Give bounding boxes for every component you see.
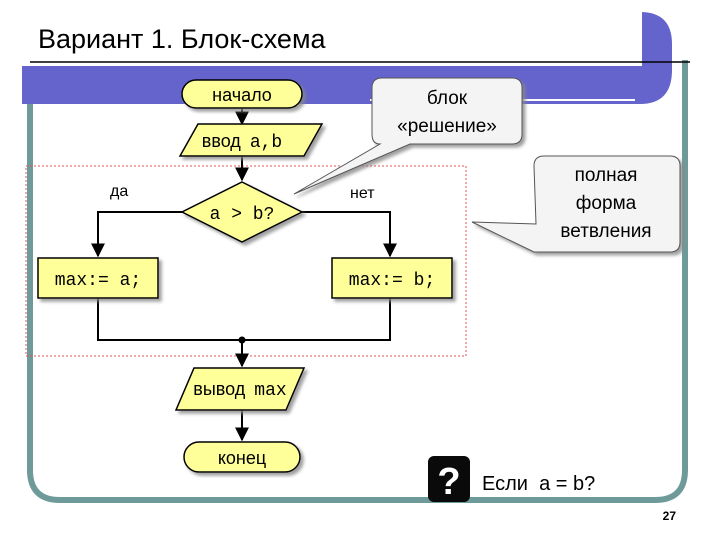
merge-point [238,336,246,344]
question-mark-icon: ? [437,461,460,503]
end-label: конец [218,448,266,468]
output-var: max [254,381,286,401]
branch-callout-line1: полная [575,165,638,186]
start-label: начало [212,85,272,105]
decision-callout [293,77,523,195]
connector-no-branch [302,211,397,258]
branch-callout-line3: ветвления [560,221,651,242]
title-bar-notch [22,66,640,104]
slide-frame [27,60,688,503]
connector-yes-merge [97,298,242,341]
end-block [183,441,301,473]
connector-no-merge [242,298,391,341]
output-keyword: вывод [193,379,245,399]
output-label: вывод max [193,379,286,401]
start-block [181,79,303,109]
input-label: ввод a,b [202,131,282,153]
output-block [174,367,306,411]
flow-connectors [91,108,397,442]
input-vars: a,b [250,133,282,153]
yes-label: да [110,183,128,200]
assign-no-label: max:= b; [349,271,435,291]
no-label: нет [350,185,375,202]
decision-callout-line2: «решение» [397,116,497,137]
question-mark-badge [428,456,470,502]
decision-block [180,181,304,243]
page-number: 27 [663,509,677,523]
branch-callout-line2: форма [576,193,637,214]
title-panel [22,12,642,66]
branch-callout [471,155,681,253]
assign-yes-block [37,257,159,299]
decision-callout-line1: блок [427,88,468,109]
page-title: Вариант 1. Блок-схема [38,24,327,54]
question-text: Если a = b? [482,473,595,495]
assign-yes-label: max:= a; [55,271,141,291]
connector-yes-branch [91,211,182,258]
input-block [178,123,324,157]
input-keyword: ввод [202,131,242,151]
decision-condition: a > b? [210,205,275,225]
assign-no-block [331,257,453,299]
